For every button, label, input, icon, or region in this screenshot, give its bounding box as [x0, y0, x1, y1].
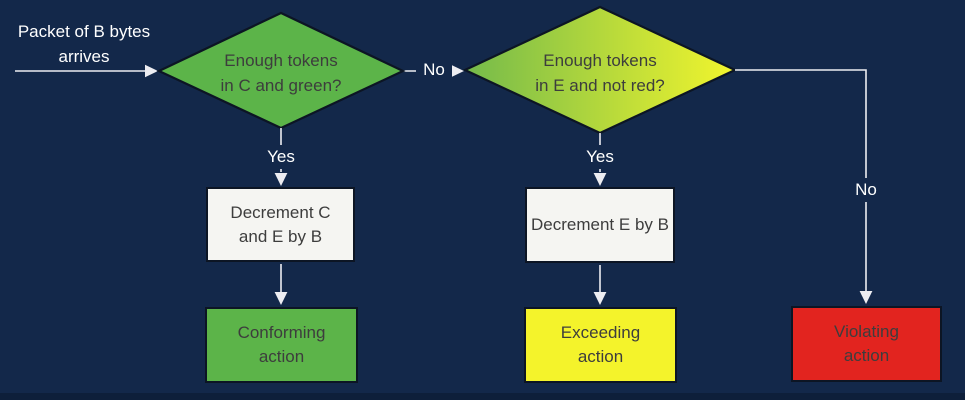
process1-line1: Decrement C — [230, 202, 331, 222]
decision2-label: Enough tokens in E and not red? — [500, 48, 700, 98]
process-box-decrement-e: Decrement E by B — [525, 187, 675, 263]
conforming-line1: Conforming — [237, 323, 326, 342]
process-box-decrement-c-e: Decrement C and E by B — [206, 187, 355, 262]
start-label: Packet of B bytes arrives — [9, 19, 159, 69]
no2-edge-line — [735, 69, 867, 292]
violating-line2: action — [843, 346, 890, 365]
edge-label-yes1: Yes — [257, 145, 305, 169]
decision2-label-line1: Enough tokens — [543, 51, 657, 70]
decision-diamond-c-green — [156, 11, 406, 130]
no1-arrowhead-icon — [451, 64, 464, 78]
start-arrowhead-icon — [145, 64, 158, 78]
process2-line1: Decrement E by B — [531, 215, 669, 234]
exceeding-line1: Exceeding — [560, 323, 641, 342]
p1-out-arrowhead-icon — [274, 292, 288, 305]
exceeding-line2: action — [577, 347, 624, 366]
edge-label-yes2: Yes — [576, 145, 624, 169]
decision1-label: Enough tokens in C and green? — [181, 48, 381, 98]
action-box-exceeding: Exceeding action — [524, 307, 677, 383]
decision1-label-line2: in C and green? — [220, 76, 342, 95]
yes2-arrowhead-icon — [593, 173, 607, 186]
edge-label-no1: No — [416, 58, 452, 82]
process1-line2: and E by B — [238, 226, 323, 246]
bottom-edge-strip — [0, 393, 965, 400]
start-label-line1: Packet of B bytes — [17, 22, 151, 41]
decision2-label-line2: in E and not red? — [535, 76, 665, 95]
decision1-label-line1: Enough tokens — [224, 51, 338, 70]
yes1-arrowhead-icon — [274, 173, 288, 186]
violating-line1: Violating — [834, 322, 899, 341]
no2-arrowhead-icon — [859, 291, 873, 304]
p2-out-arrowhead-icon — [593, 292, 607, 305]
action-box-violating: Violating action — [791, 306, 942, 382]
edge-label-no2: No — [842, 178, 890, 202]
action-box-conforming: Conforming action — [205, 307, 358, 383]
start-label-line2: arrives — [58, 47, 110, 66]
conforming-line2: action — [258, 347, 305, 366]
